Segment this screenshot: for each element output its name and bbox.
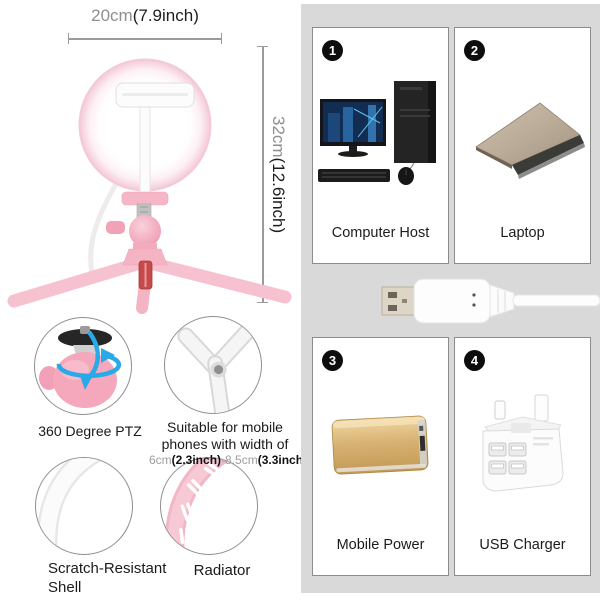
option-label: USB Charger <box>479 537 566 553</box>
option-label: Computer Host <box>331 225 430 241</box>
width-dimension-label: 20cm(7.9inch) <box>60 6 230 26</box>
ring-light-illustration <box>7 58 292 314</box>
ptz-callout <box>34 317 132 415</box>
shell-callout <box>35 457 133 555</box>
clamp-label-line1: Suitable for mobile <box>167 419 283 435</box>
option-computer-host: 1 <box>312 27 449 264</box>
laptop-icon <box>474 102 585 179</box>
power-bank-icon <box>331 415 428 475</box>
height-dimension-label: 32cm(12.6inch) <box>268 85 288 265</box>
number-badge: 4 <box>464 350 485 371</box>
option-label: Mobile Power <box>336 537 425 553</box>
width-cm-text: 20cm <box>91 6 133 25</box>
option-mobile-power: 3 <box>312 337 449 576</box>
shell-label: Scratch-Resistant Shell <box>48 559 178 597</box>
number-badge: 2 <box>464 40 485 61</box>
number-badge: 1 <box>322 40 343 61</box>
height-measure-line <box>257 46 268 303</box>
power-options-panel: 1 <box>301 4 600 593</box>
usb-charger-icon <box>482 394 564 492</box>
clamp-label: Suitable for mobile phones with width of… <box>149 419 308 468</box>
radiator-label: Radiator <box>193 562 251 579</box>
ptz-label: 360 Degree PTZ <box>38 423 142 439</box>
phone-clamp-icon <box>177 323 256 413</box>
usb-cable-icon <box>381 278 600 324</box>
shell-ring-icon <box>36 458 102 554</box>
width-inch-text: (7.9inch) <box>132 6 199 25</box>
height-cm-text: 32cm <box>269 116 288 158</box>
radiator-ring-icon <box>164 458 231 554</box>
option-usb-charger: 4 <box>454 337 591 576</box>
clamp-label-range: 6cm(2.3inch)-8.5cm(3.3inch) <box>149 453 308 467</box>
number-badge: 3 <box>322 350 343 371</box>
height-inch-text: (12.6inch) <box>269 157 288 234</box>
width-measure-line <box>68 33 222 44</box>
clamp-label-line2: phones with width of <box>161 436 289 452</box>
option-label: Laptop <box>500 225 545 241</box>
radiator-callout <box>160 457 258 555</box>
shell-label-line1: Scratch-Resistant <box>48 560 167 577</box>
shell-label-line2: Shell <box>48 579 82 596</box>
clamp-callout <box>164 316 262 414</box>
computer-host-icon <box>317 81 436 185</box>
ball-head-icon <box>39 326 122 408</box>
option-laptop: 2 Laptop <box>454 27 591 264</box>
